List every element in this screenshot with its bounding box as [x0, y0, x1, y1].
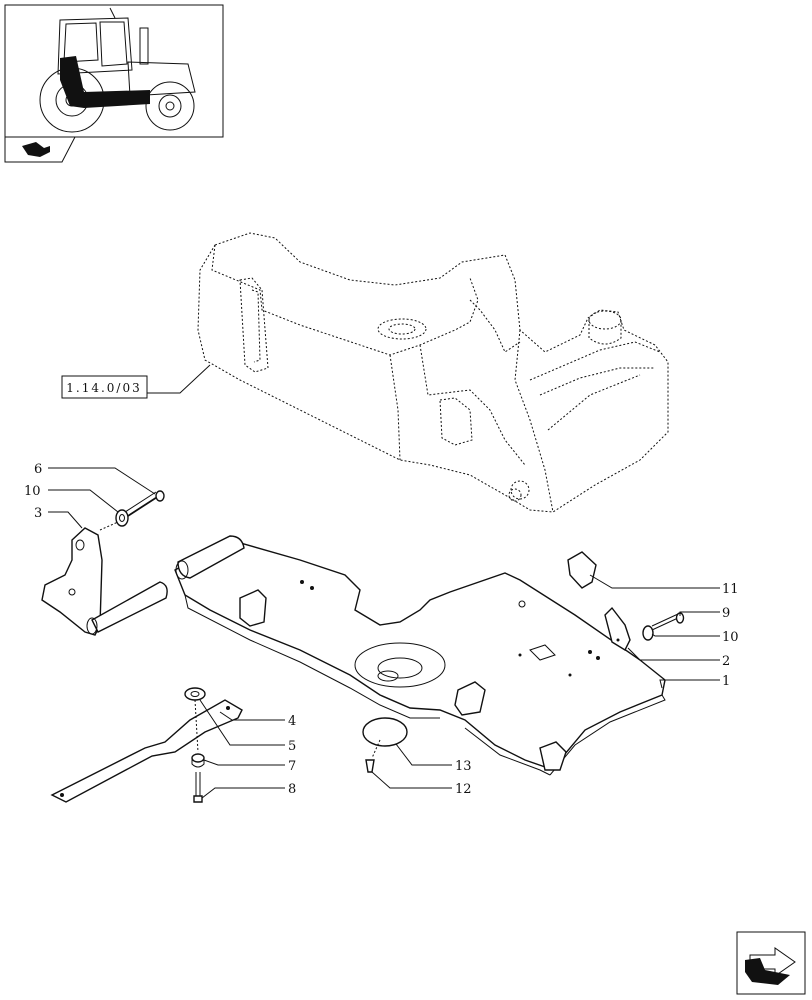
nut-part-7 — [191, 753, 205, 768]
callout-6[interactable]: 6 — [34, 462, 42, 477]
support-plate-part-1 — [174, 535, 666, 776]
washer-part-10-right — [642, 625, 654, 641]
callout-10-left[interactable]: 10 — [24, 484, 41, 499]
bolt-part-8 — [193, 772, 203, 803]
bracket-part-3 — [41, 527, 168, 636]
next-page-arrow-icon[interactable] — [736, 931, 806, 995]
callout-4[interactable]: 4 — [288, 714, 296, 729]
washer-part-5 — [184, 687, 206, 701]
washer-part-10-left — [115, 509, 129, 527]
callout-3[interactable]: 3 — [34, 506, 42, 521]
small-plate-part-2 — [604, 606, 631, 651]
thumbnail-frame[interactable] — [4, 4, 224, 138]
callout-13[interactable]: 13 — [455, 759, 472, 774]
cover-disc-part-13 — [362, 717, 408, 747]
callout-2[interactable]: 2 — [722, 654, 730, 669]
reference-label[interactable]: 1.14.0/03 — [61, 364, 211, 399]
tractor-thumbnail-icon — [39, 7, 196, 133]
screw-part-12 — [365, 759, 375, 773]
callout-7[interactable]: 7 — [288, 759, 296, 774]
callout-11[interactable]: 11 — [722, 582, 739, 597]
fuel-tank-reference — [197, 232, 669, 513]
book-arrow-icon[interactable] — [4, 136, 76, 163]
bolt-part-9 — [651, 612, 685, 631]
callout-9[interactable]: 9 — [722, 606, 730, 621]
callout-10-right[interactable]: 10 — [722, 630, 739, 645]
callout-5[interactable]: 5 — [288, 739, 296, 754]
callout-12[interactable]: 12 — [455, 782, 472, 797]
leader-lines — [48, 467, 720, 799]
callout-8[interactable]: 8 — [288, 782, 296, 797]
callout-1[interactable]: 1 — [722, 674, 730, 689]
rubber-pad-part-11 — [567, 551, 597, 589]
strap-part-4 — [50, 699, 243, 803]
reference-label-text: 1.14.0/03 — [66, 381, 141, 395]
